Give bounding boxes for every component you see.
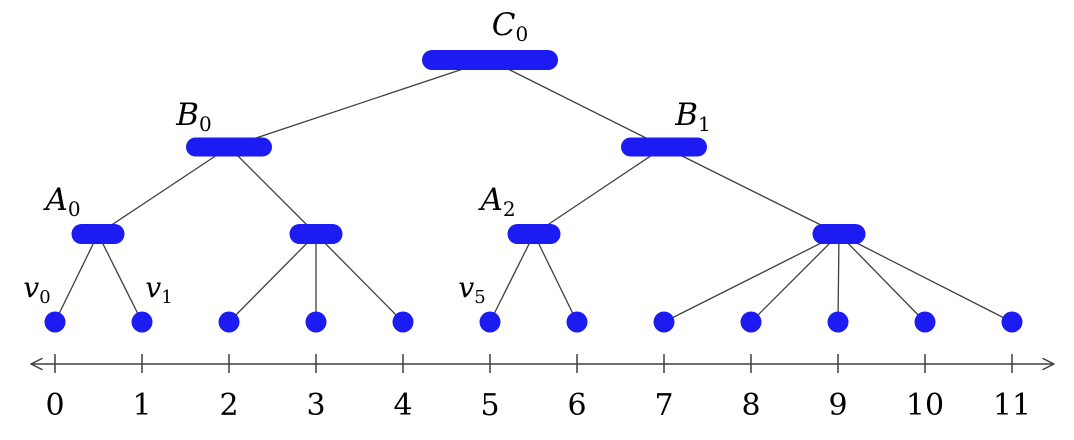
- tree-edge-A1-leaf-2: [228, 233, 317, 323]
- tree-leaf-7-dot: [653, 311, 675, 333]
- tree-edge-B0-A1: [228, 146, 317, 235]
- tree-node-A2: [507, 224, 561, 244]
- tree-edge-B1-A2: [533, 146, 665, 235]
- tree-node-label-B1: B1: [674, 97, 711, 136]
- axis-tick-label-0: 0: [45, 388, 64, 423]
- axis-tick-label-5: 5: [480, 388, 499, 423]
- tree-leaf-0-label: v0: [23, 271, 50, 308]
- axis-tick-label-3: 3: [306, 388, 325, 423]
- axis-tick-label-9: 9: [828, 388, 847, 423]
- tree-node-label-B0: B0: [175, 97, 212, 136]
- axis-tick-label-2: 2: [219, 388, 238, 423]
- tree-edge-C0-B1: [489, 59, 665, 148]
- tree-node-label-A0: A0: [42, 182, 80, 221]
- axis-tick-label-8: 8: [741, 388, 760, 423]
- axis-tick-label-10: 10: [906, 388, 944, 423]
- tree-edge-A3-leaf-8: [750, 233, 840, 323]
- tree-edge-A0-leaf-0: [54, 233, 99, 323]
- tree-node-label-A2: A2: [477, 182, 515, 221]
- tree-leaf-2-dot: [218, 311, 240, 333]
- tree-leaf-9-dot: [827, 311, 849, 333]
- tree-node-B0: [186, 137, 272, 157]
- tree-leaf-1-label: v1: [145, 271, 172, 308]
- tree-edge-A3-leaf-10: [838, 233, 926, 323]
- tree-node-B1: [621, 137, 707, 157]
- tree-leaf-4-dot: [392, 311, 414, 333]
- tree-edge-A3-leaf-9: [837, 233, 840, 323]
- tree-leaf-5-dot: [479, 311, 501, 333]
- tree-leaf-5-label: v5: [458, 271, 485, 308]
- tree-node-A1: [289, 224, 343, 244]
- tree-node-C0: [422, 50, 558, 70]
- tree-node-label-C0: C0: [492, 7, 528, 46]
- axis-tick-label-4: 4: [393, 388, 412, 423]
- tree-edge-A2-leaf-5: [489, 233, 535, 323]
- tree-edge-A0-leaf-1: [97, 233, 143, 323]
- tree-edge-B1-A3: [663, 146, 840, 235]
- tree-edge-B0-A0: [97, 146, 230, 235]
- axis-arrow-left-icon: [30, 357, 43, 371]
- tree-leaf-0-dot: [44, 311, 66, 333]
- tree-leaf-1-dot: [131, 311, 153, 333]
- tree-edge-C0-B0: [228, 59, 491, 148]
- tree-leaf-10-dot: [914, 311, 936, 333]
- tree-edge-A3-leaf-11: [838, 233, 1013, 323]
- tree-edge-A2-leaf-6: [533, 233, 578, 323]
- axis-tick-label-7: 7: [654, 388, 673, 423]
- tree-leaf-6-dot: [566, 311, 588, 333]
- axis-tick-label-11: 11: [993, 388, 1031, 423]
- tree-node-A0: [71, 224, 125, 244]
- axis-tick-label-1: 1: [132, 388, 151, 423]
- tree-leaf-3-dot: [305, 311, 327, 333]
- tree-leaf-8-dot: [740, 311, 762, 333]
- axis-tick-label-6: 6: [567, 388, 586, 423]
- tree-leaf-11-dot: [1001, 311, 1023, 333]
- tree-edge-A3-leaf-7: [663, 233, 840, 323]
- axis-arrow-right-icon: [1042, 357, 1055, 371]
- tree-node-A3: [812, 224, 866, 244]
- tree-edge-A1-leaf-4: [315, 233, 404, 323]
